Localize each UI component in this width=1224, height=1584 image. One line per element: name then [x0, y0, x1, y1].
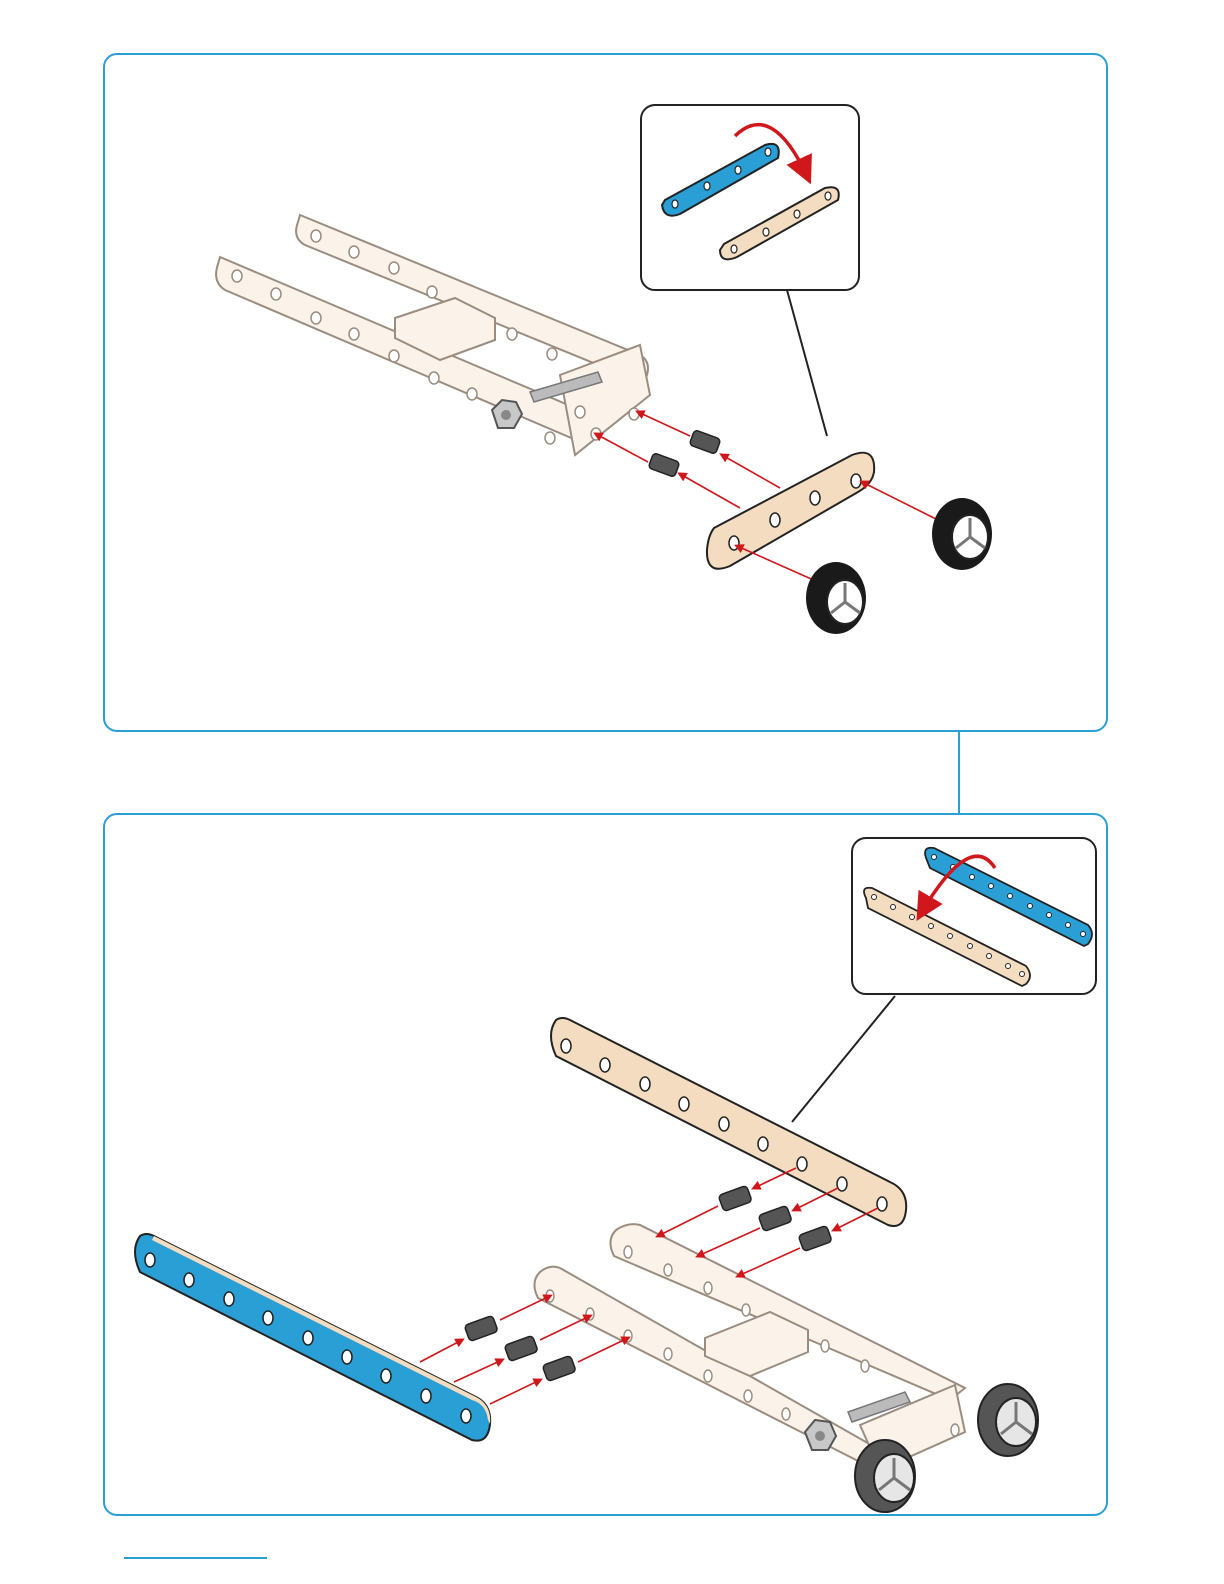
step-2-inset: [792, 838, 1096, 1122]
wheel-icon: [855, 1440, 915, 1512]
wheel-icon: [806, 562, 866, 634]
step-2-long-strip-blue: [135, 1234, 490, 1441]
step-2-arrows: [420, 1168, 878, 1404]
wheel-icon: [978, 1384, 1038, 1456]
step-1-short-strip: [707, 453, 874, 569]
step-1-inset: [641, 105, 859, 436]
step-2-chassis: [534, 1224, 1038, 1512]
step-1-bushings: [596, 412, 938, 582]
wheel-icon: [932, 498, 992, 570]
step-1-wheels: [806, 498, 992, 634]
step-1-frame-assembly: [216, 215, 650, 455]
